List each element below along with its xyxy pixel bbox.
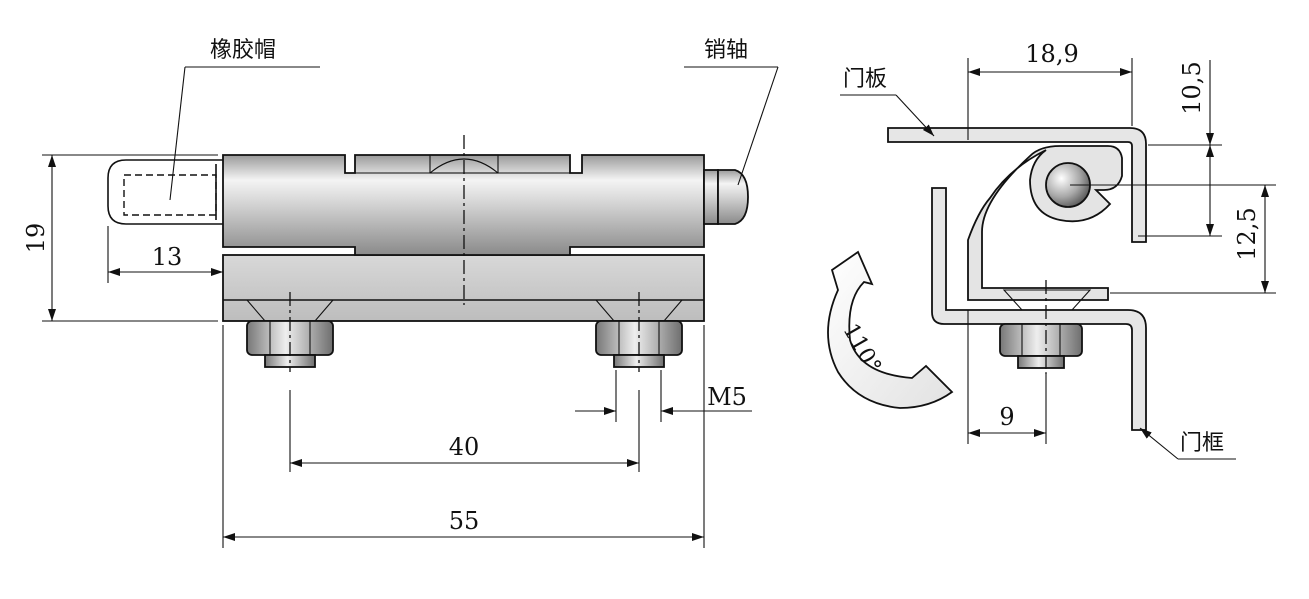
dim-thread: M5 <box>707 383 747 411</box>
door-frame <box>931 187 1147 431</box>
dim-hole-spacing: 40 <box>449 433 480 461</box>
dim-right-mid: 12,5 <box>1233 207 1261 260</box>
rubber-cap <box>107 159 223 225</box>
side-view: 110° 18,9 10,5 12,5 9 门板 门框 <box>827 40 1276 460</box>
dim-right-top: 10,5 <box>1178 61 1206 114</box>
pin-shaft-end <box>703 169 749 225</box>
label-door-frame: 门框 <box>1180 431 1224 456</box>
dim-total-length: 55 <box>449 507 480 535</box>
front-view: 19 13 40 55 M5 橡胶帽 销轴 <box>22 38 779 548</box>
dim-cap-length: 13 <box>152 243 183 271</box>
label-rubber-cap: 橡胶帽 <box>210 38 276 63</box>
label-door-panel: 门板 <box>843 67 887 92</box>
label-pin-shaft: 销轴 <box>704 38 748 63</box>
dim-height: 19 <box>22 223 50 254</box>
door-panel <box>887 127 1147 243</box>
rotation-arrow <box>827 250 954 409</box>
dim-bottom-offset: 9 <box>999 403 1014 431</box>
dim-width-top: 18,9 <box>1025 40 1078 68</box>
